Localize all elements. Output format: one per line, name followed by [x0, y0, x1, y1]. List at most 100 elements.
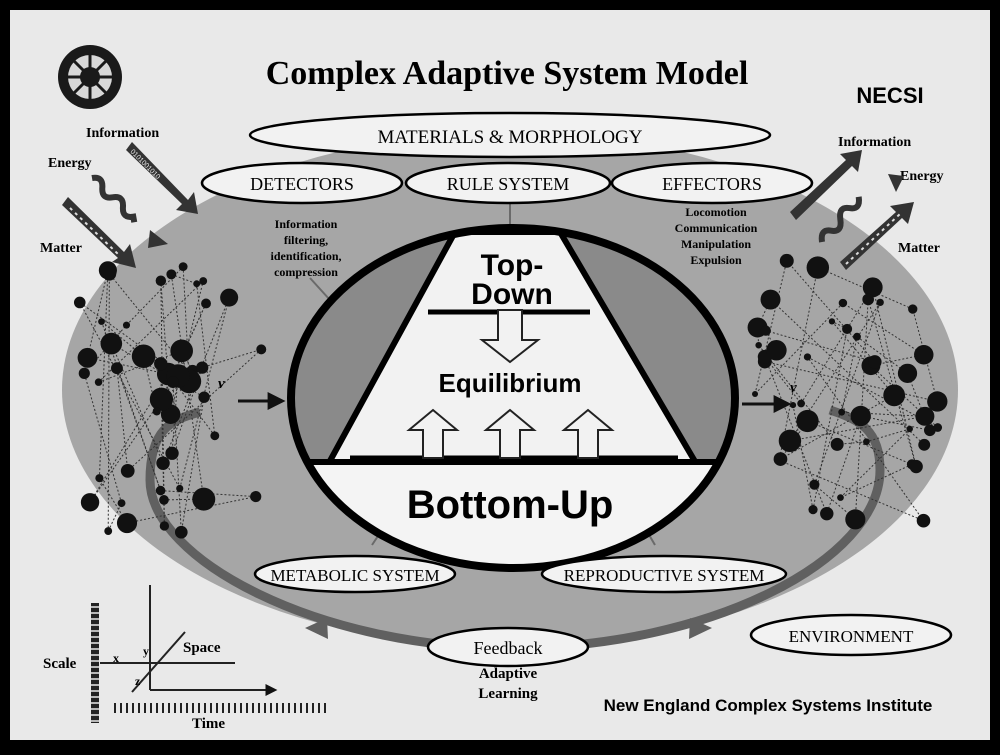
interaction-line — [807, 420, 913, 465]
materials-morphology-label: MATERIALS & MORPHOLOGY — [378, 127, 643, 148]
particle — [155, 485, 166, 496]
particle — [867, 355, 882, 369]
necsi-logo-icon — [58, 45, 122, 109]
particle — [766, 339, 787, 361]
interaction-line — [792, 405, 814, 510]
velocity-symbol-right: v — [790, 380, 797, 396]
interaction-line — [800, 287, 874, 404]
particle — [845, 509, 866, 530]
axis-y-label: y — [143, 644, 149, 658]
particle — [210, 431, 220, 441]
particle — [193, 280, 201, 288]
interaction-line — [754, 302, 844, 395]
particle — [853, 332, 861, 341]
up-arrow-icon — [483, 408, 537, 459]
particle — [122, 321, 131, 329]
interaction-line — [764, 360, 938, 402]
equilibrium-label: Equilibrium — [439, 368, 582, 398]
particle — [159, 495, 169, 505]
materials-morphology-oval — [248, 111, 772, 159]
input-information-label: Information — [86, 126, 159, 141]
adaptive-label: Adaptive — [479, 666, 538, 682]
detectors-note-4: compression — [274, 265, 338, 279]
particle — [104, 527, 113, 535]
effectors-note-3: Manipulation — [681, 237, 751, 251]
particle — [196, 361, 209, 374]
detectors-label: DETECTORS — [250, 174, 354, 194]
interaction-line — [87, 270, 109, 358]
interaction-line — [770, 299, 925, 446]
interaction-line — [180, 397, 205, 533]
interaction-line — [789, 415, 925, 442]
particle — [850, 405, 871, 427]
interaction-line — [813, 302, 881, 485]
particle — [909, 459, 923, 474]
top-down-line1: Top- — [481, 249, 544, 282]
detectors-note-1: Information — [275, 217, 338, 231]
interaction-line — [854, 299, 869, 520]
org-full-label: New England Complex Systems Institute — [604, 696, 933, 715]
interaction-line — [196, 283, 216, 436]
particle — [914, 345, 934, 365]
particle — [863, 438, 870, 446]
particle — [830, 437, 844, 451]
center-ellipse-outline — [287, 224, 739, 572]
interaction-line — [79, 302, 181, 489]
interaction-line — [807, 356, 938, 428]
up-arrow-icon — [561, 408, 615, 459]
space-label: Space — [183, 640, 221, 656]
particle — [198, 391, 210, 403]
particle-field — [73, 253, 948, 539]
particle — [192, 487, 216, 511]
down-arrow-icon — [479, 309, 541, 364]
particle — [131, 344, 156, 369]
axis-x-label: x — [113, 651, 119, 665]
effectors-note-2: Communication — [675, 221, 758, 235]
particle — [927, 391, 948, 412]
particle — [796, 409, 819, 433]
particle — [117, 499, 126, 508]
rule-system-label: RULE SYSTEM — [447, 174, 570, 194]
particle — [199, 277, 208, 286]
particle — [80, 493, 100, 512]
particle — [100, 332, 123, 355]
interaction-line — [116, 368, 129, 471]
interaction-line — [107, 273, 110, 532]
interaction-line — [87, 357, 169, 375]
particle — [897, 363, 918, 383]
detectors-note-2: filtering, — [284, 233, 328, 247]
particle — [908, 304, 918, 314]
particle — [755, 341, 762, 349]
particle — [789, 402, 797, 409]
rule-system-oval — [404, 161, 612, 205]
particle — [166, 269, 177, 280]
interaction-line — [160, 363, 216, 437]
particle — [915, 406, 935, 426]
particle — [760, 325, 771, 336]
interaction-line — [866, 428, 910, 443]
input-energy-label: Energy — [48, 156, 92, 171]
particle — [876, 298, 884, 307]
effectors-oval — [610, 161, 814, 205]
particle — [778, 429, 802, 453]
interaction-line — [867, 299, 917, 467]
particle — [201, 298, 211, 309]
environment-label: ENVIRONMENT — [789, 627, 914, 646]
scale-label: Scale — [43, 656, 77, 672]
interaction-line — [826, 415, 862, 514]
matter-input-arrow-icon — [62, 197, 136, 268]
connector-detectors — [309, 277, 331, 301]
particle — [862, 277, 883, 298]
particle — [156, 456, 170, 470]
particle — [94, 378, 103, 386]
information-output-arrow-icon — [790, 150, 862, 220]
velocity-symbol-left: v — [218, 376, 225, 392]
particle — [773, 452, 788, 466]
axis-z-label: z — [135, 674, 141, 688]
particle — [838, 408, 846, 416]
loop-arrowhead-right — [689, 618, 712, 639]
matter-output-arrow-icon — [840, 202, 914, 270]
interaction-line — [841, 336, 858, 413]
interaction-line — [126, 266, 184, 326]
